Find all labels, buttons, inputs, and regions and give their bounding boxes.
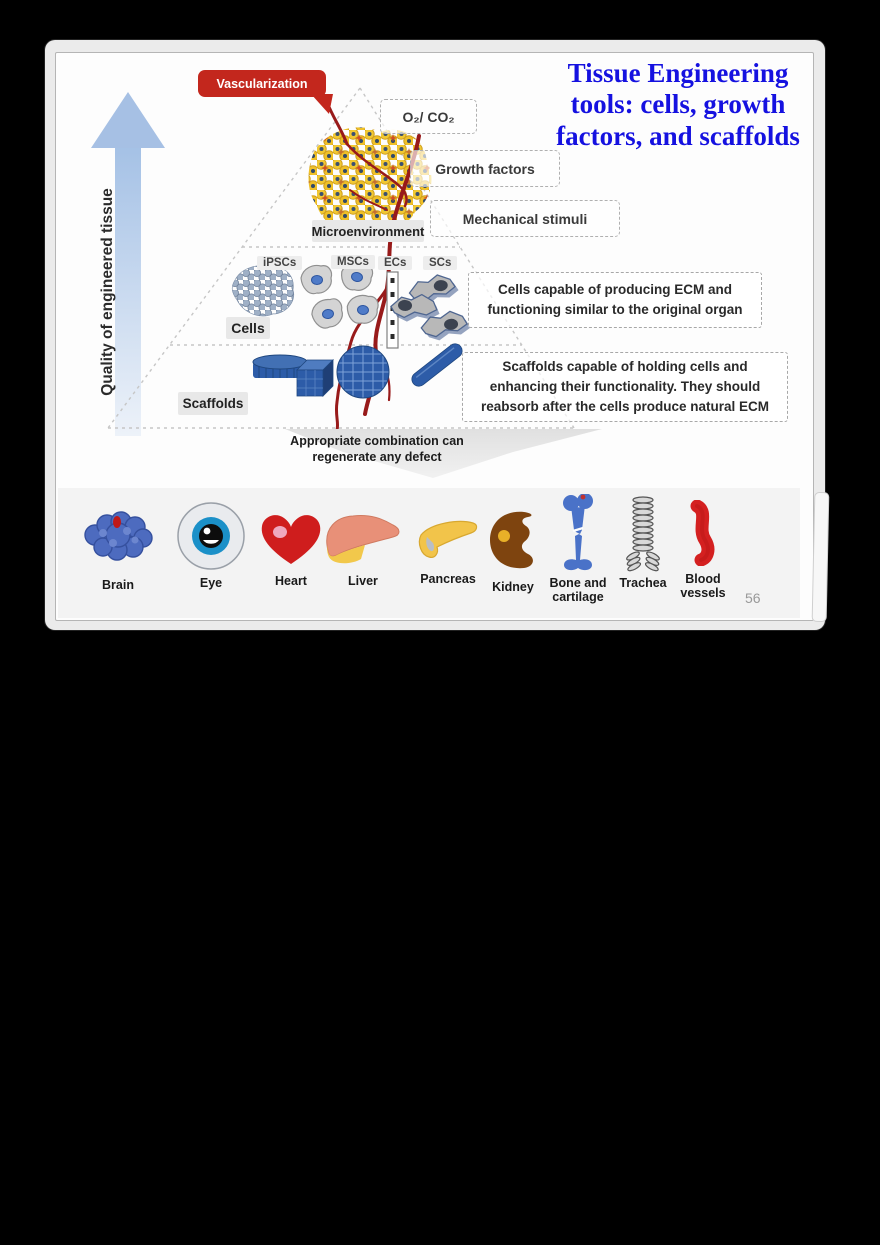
pyramid-diagram bbox=[91, 87, 602, 478]
banner-shape bbox=[285, 429, 602, 478]
eye-icon bbox=[175, 500, 247, 572]
brain-icon bbox=[79, 502, 157, 574]
trachea-icon bbox=[615, 494, 671, 572]
quality-axis-label: Quality of engineered tissue bbox=[99, 188, 116, 396]
organ-strip: Brain Eye Heart bbox=[58, 488, 800, 618]
cell-type-mscs: MSCs bbox=[331, 255, 375, 269]
scaffold-shapes-icon bbox=[252, 343, 463, 399]
growth-factors-box: Growth factors bbox=[410, 150, 560, 187]
heart-icon bbox=[258, 508, 324, 570]
bone-icon bbox=[556, 494, 600, 572]
vascularization-callout: Vascularization bbox=[198, 70, 326, 97]
scaffold-disc-icon bbox=[252, 354, 308, 378]
page-number: 56 bbox=[745, 590, 761, 606]
liver-icon bbox=[321, 508, 405, 570]
slide: Tissue Engineering tools: cells, growth … bbox=[45, 40, 830, 630]
organ-item-bone: Bone and cartilage bbox=[535, 494, 621, 605]
ipsc-cluster-icon bbox=[231, 265, 295, 317]
organ-item-eye: Eye bbox=[168, 500, 254, 590]
scaffolds-description-box: Scaffolds capable of holding cells and e… bbox=[462, 352, 788, 422]
scaffold-cube-icon bbox=[296, 359, 334, 397]
organ-item-brain: Brain bbox=[75, 502, 161, 592]
scaffolds-label: Scaffolds bbox=[178, 392, 248, 415]
quality-axis-arrow bbox=[91, 92, 165, 436]
msc-cells-icon bbox=[300, 261, 379, 329]
cell-type-scs: SCs bbox=[423, 256, 458, 270]
oxygen-co2-box: O₂/ CO₂ bbox=[380, 99, 477, 134]
blood-vessels-icon bbox=[683, 498, 723, 568]
slide-title: Tissue Engineering tools: cells, growth … bbox=[556, 58, 800, 151]
organ-item-heart: Heart bbox=[248, 508, 334, 588]
microenvironment-label: Microenvironment bbox=[312, 220, 424, 242]
organ-item-liver: Liver bbox=[320, 508, 406, 588]
kidney-icon bbox=[484, 504, 542, 576]
combination-banner-text: Appropriate combination can regenerate a… bbox=[290, 434, 464, 464]
scaffold-rod-icon bbox=[411, 343, 463, 387]
cells-label: Cells bbox=[226, 317, 270, 339]
organ-item-pancreas: Pancreas bbox=[405, 510, 491, 586]
callout-pointer bbox=[311, 94, 333, 114]
organ-item-blood-vessels: Blood vessels bbox=[660, 498, 746, 601]
organ-item-trachea: Trachea bbox=[600, 494, 686, 590]
organ-item-kidney: Kidney bbox=[470, 504, 556, 594]
cell-type-ipscs: iPSCs bbox=[257, 256, 303, 270]
sc-cells-icon bbox=[390, 274, 471, 341]
cell-type-ecs: ECs bbox=[378, 256, 413, 270]
scaffold-sphere-icon bbox=[336, 345, 390, 399]
cells-description-box: Cells capable of producing ECM and funct… bbox=[468, 272, 762, 328]
pancreas-icon bbox=[415, 510, 481, 568]
mechanical-stimuli-box: Mechanical stimuli bbox=[430, 200, 620, 237]
